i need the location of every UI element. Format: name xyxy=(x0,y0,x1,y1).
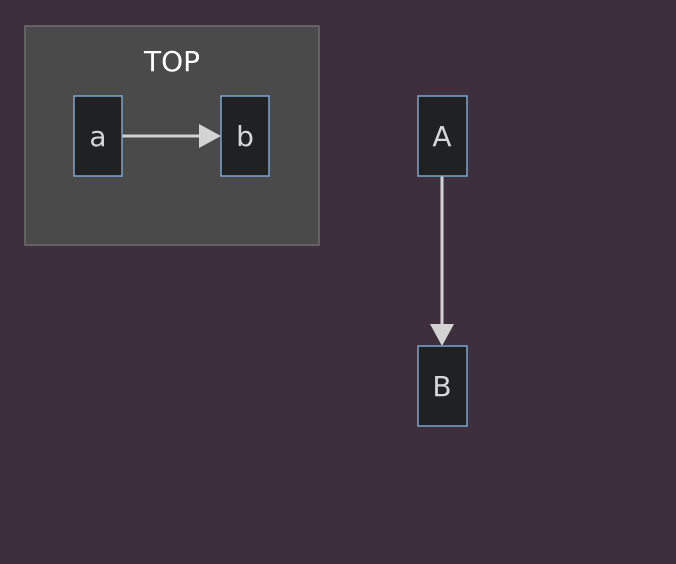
node-b-label: b xyxy=(236,120,254,153)
node-b[interactable]: b xyxy=(220,95,270,177)
edge-a-to-b xyxy=(122,124,221,148)
edge-A-to-B-arrowhead xyxy=(430,324,454,346)
edge-A-to-B xyxy=(430,176,454,346)
node-A-box[interactable] xyxy=(417,95,468,177)
node-b-box[interactable] xyxy=(220,95,270,177)
node-B-label: B xyxy=(432,370,451,403)
node-a-box[interactable] xyxy=(73,95,123,177)
node-A-label: A xyxy=(432,120,451,153)
node-a-label: a xyxy=(89,120,106,153)
node-B-box[interactable] xyxy=(417,345,468,427)
node-A[interactable]: A xyxy=(417,95,468,177)
edge-a-to-b-arrowhead xyxy=(199,124,221,148)
node-B[interactable]: B xyxy=(417,345,468,427)
node-a[interactable]: a xyxy=(73,95,123,177)
cluster-top-label: TOP xyxy=(143,45,200,78)
